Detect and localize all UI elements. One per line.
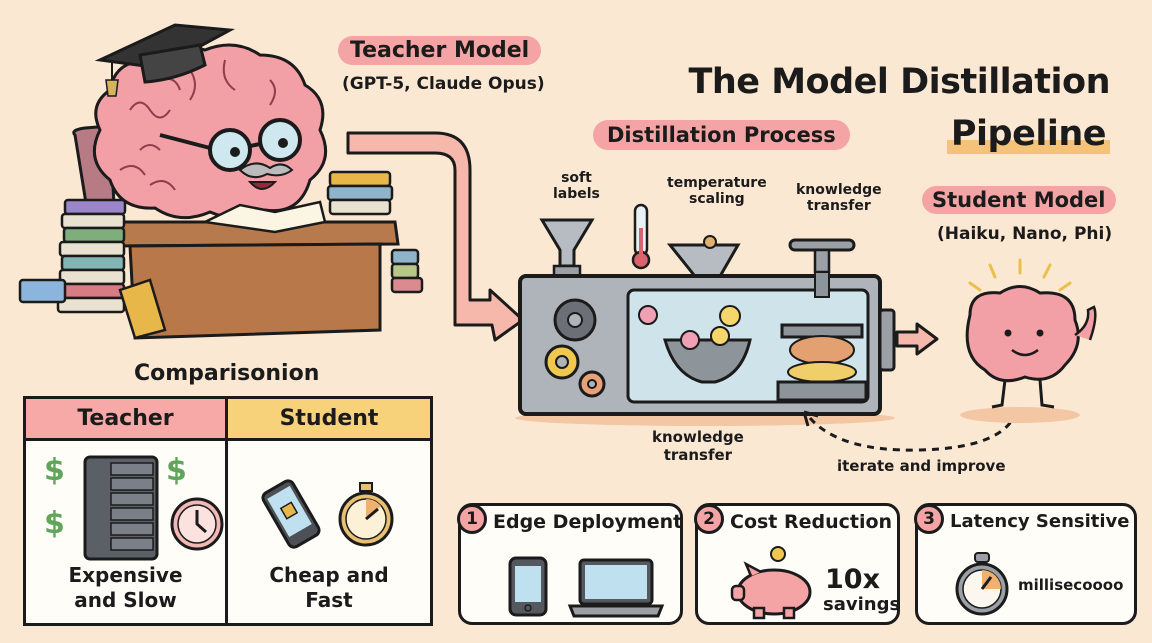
savings-caption: savings: [823, 594, 901, 615]
use-case-cost-reduction: 2 Cost Reduction 10x savings: [694, 503, 901, 625]
use-case-title: Cost Reduction: [730, 511, 893, 533]
use-case-number: 2: [694, 504, 724, 534]
dollar-icon: $: [44, 453, 65, 488]
title-line-2: Pipeline: [689, 110, 1110, 158]
student-model-label: Student Model: [922, 186, 1116, 214]
student-brain-illustration: [960, 258, 1097, 423]
stopwatch-icon: [955, 552, 1009, 616]
smartphone-icon: [508, 556, 548, 617]
use-case-edge-deployment: 1 Edge Deployment: [457, 503, 683, 625]
page-title: The Model Distillation Pipeline: [688, 58, 1111, 158]
use-case-title: Edge Deployment: [493, 511, 683, 533]
comparison-header-teacher: Teacher: [26, 399, 228, 441]
teacher-model-label: Teacher Model: [338, 36, 542, 65]
student-model-examples: (Haiku, Nano, Phi): [937, 224, 1113, 244]
comparison-title: Comparisonion: [134, 361, 320, 386]
server-rack-icon: [83, 455, 159, 561]
laptop-icon: [567, 558, 665, 618]
stopwatch-icon: [338, 482, 394, 547]
comparison-header-student: Student: [228, 399, 430, 441]
distillation-process-label: Distillation Process: [593, 120, 850, 150]
distillation-machine: [515, 203, 896, 426]
piggy-bank-icon: [730, 546, 812, 620]
teacher-brain-illustration: [18, 23, 424, 340]
smartphone-chip-icon: [261, 479, 321, 549]
savings-value: 10x: [825, 564, 880, 595]
clock-icon: [170, 497, 224, 551]
dollar-icon: $: [166, 453, 187, 488]
use-case-number: 3: [914, 504, 944, 534]
use-case-latency-sensitive: 3 Latency Sensitive millisecoooo: [914, 503, 1137, 625]
iterate-arrow: [802, 410, 1017, 452]
latency-caption: millisecoooo: [1018, 576, 1124, 594]
use-case-number: 1: [457, 504, 487, 534]
iterate-label: iterate and improve: [837, 457, 1006, 475]
teacher-model-examples: (GPT-5, Claude Opus): [342, 74, 545, 94]
dollar-icon: $: [44, 506, 65, 541]
title-line-1: The Model Distillation: [688, 62, 1111, 102]
process-to-student-arrow: [895, 322, 939, 356]
use-case-title: Latency Sensitive: [950, 511, 1130, 532]
